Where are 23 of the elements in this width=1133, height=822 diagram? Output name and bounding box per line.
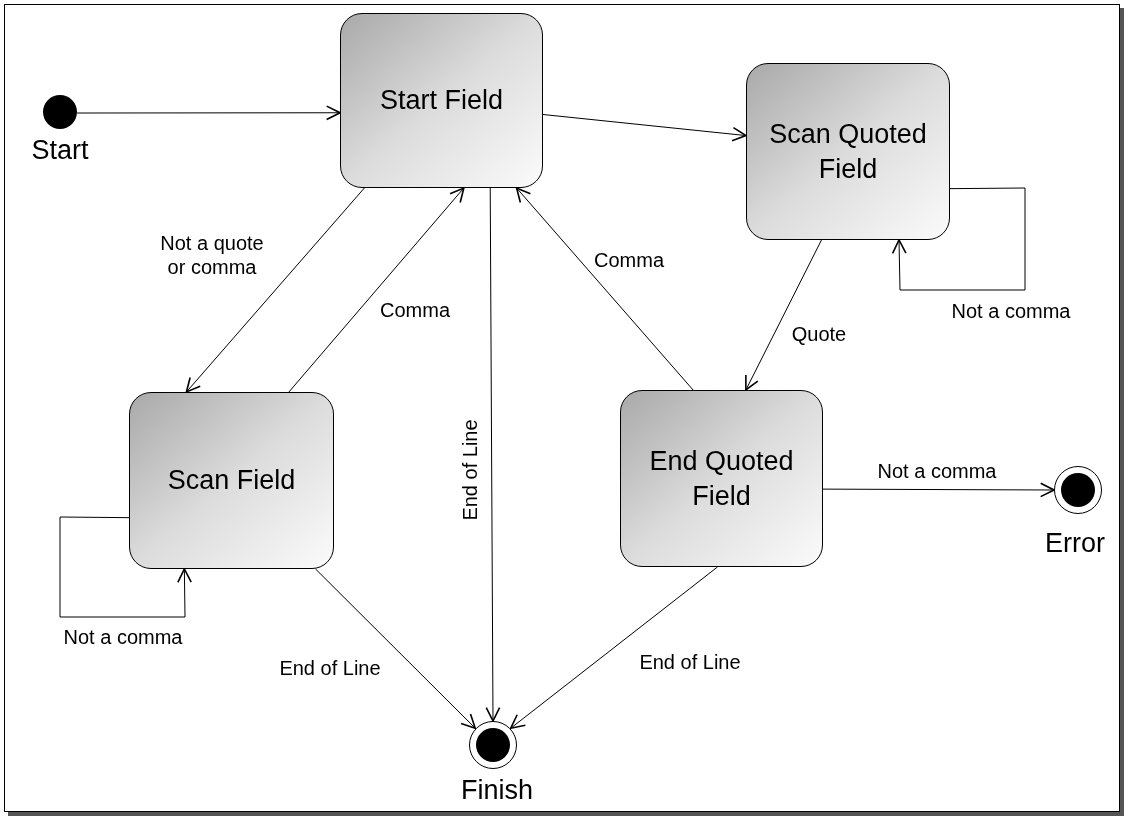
state-name: Start Field — [379, 84, 503, 117]
transition-arrow — [515, 187, 694, 391]
transition-arrow — [185, 187, 365, 393]
transition-arrow — [745, 239, 822, 391]
transition-arrow — [542, 114, 747, 142]
state-box — [340, 13, 543, 188]
state-label: Start — [31, 135, 89, 165]
state-label: Error — [1045, 528, 1105, 558]
state-name: Scan Field — [167, 464, 296, 497]
transition-arrow — [59, 516, 192, 618]
transition-arrow — [822, 482, 1055, 498]
transition-arrow — [315, 568, 477, 729]
transition-arrow — [288, 187, 465, 393]
state-box — [746, 63, 950, 240]
transition-arrow — [891, 187, 1026, 291]
state-box — [129, 392, 334, 569]
transition-arrow — [509, 566, 718, 729]
state-box — [620, 390, 823, 567]
state-label: Finish — [461, 775, 533, 805]
state-name: End Quoted Field — [648, 444, 795, 513]
transition-arrow — [76, 105, 341, 121]
state-name: Scan Quoted Field — [768, 117, 928, 186]
transition-arrow — [485, 187, 501, 722]
